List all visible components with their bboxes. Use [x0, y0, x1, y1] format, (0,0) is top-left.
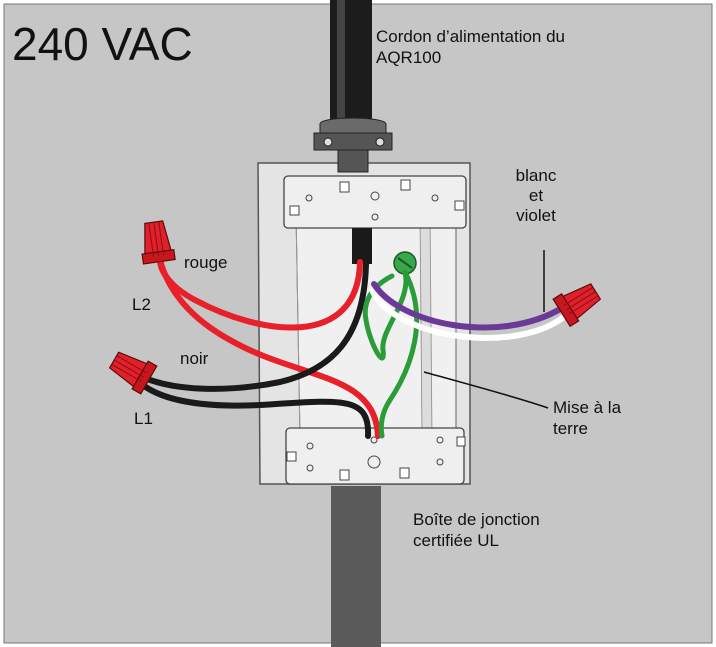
red-wire-label: rouge [184, 253, 227, 272]
cord-label-line1: Cordon d’alimentation du [376, 27, 565, 46]
l1-label: L1 [134, 409, 153, 428]
green-wire-ground [378, 269, 420, 439]
voltage-title: 240 VAC [12, 18, 193, 70]
ground-label-line2: terre [553, 419, 588, 438]
cord-label-line2: AQR100 [376, 48, 441, 67]
wire-nut-l2 [141, 220, 176, 265]
cord-clamp [313, 117, 393, 173]
junction-box-label-line2: certifiée UL [413, 531, 499, 550]
black-wire-l1-feed [132, 375, 372, 439]
white-wire [369, 287, 569, 341]
junction-box-label-line1: Boîte de jonction [413, 510, 540, 529]
conduit [331, 486, 381, 647]
top-mounting-bracket [283, 175, 467, 229]
white-violet-label-line1: blanc [516, 166, 557, 185]
leader-ground [423, 371, 549, 409]
ground-label-line1: Mise à la [553, 398, 622, 417]
wire-nut-neutral [552, 283, 602, 328]
wire-nut-l1 [108, 351, 158, 395]
red-wire-l2-feed [157, 257, 381, 439]
power-cord [330, 0, 372, 130]
black-wire-l1 [137, 261, 369, 392]
white-violet-label-line2: et [529, 186, 543, 205]
black-wire-label: noir [180, 349, 209, 368]
l2-label: L2 [132, 295, 151, 314]
violet-wire [371, 281, 565, 331]
green-wire-cord [362, 269, 409, 361]
white-violet-label-line3: violet [516, 206, 556, 225]
power-cord-highlight [337, 0, 345, 125]
cord-sheath [352, 228, 372, 264]
